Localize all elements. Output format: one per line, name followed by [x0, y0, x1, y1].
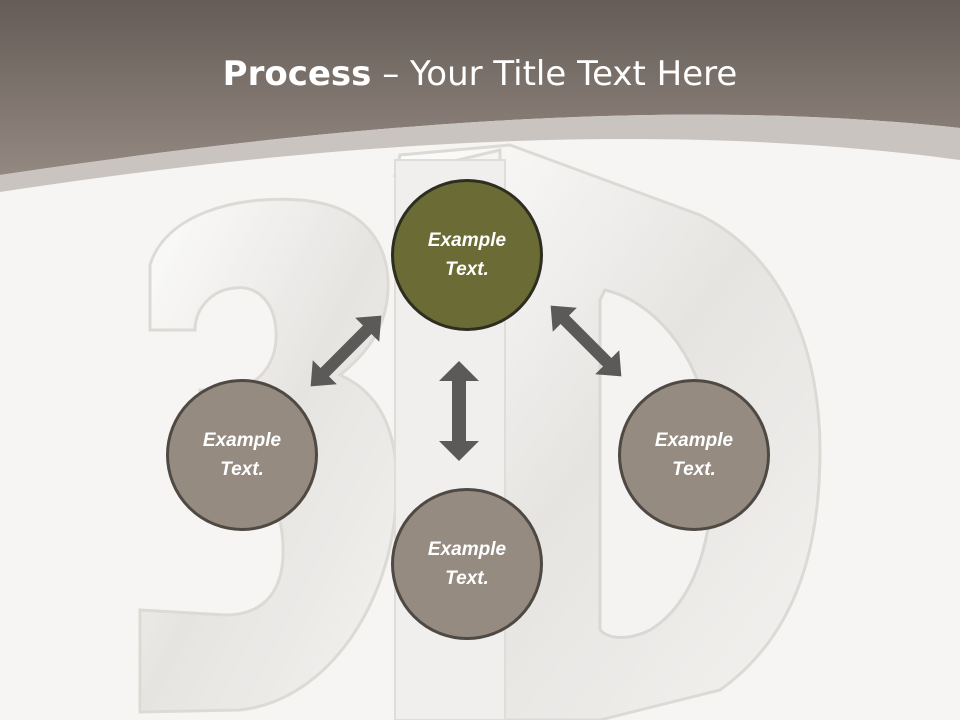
- node-right-line2: Text.: [672, 459, 716, 480]
- node-bottom: Example Text.: [391, 488, 543, 640]
- node-bottom-line1: Example: [427, 539, 507, 560]
- arrow-vertical: [439, 361, 479, 461]
- arrow-top-right: [550, 305, 622, 377]
- title-rest: Your Title Text Here: [410, 54, 738, 94]
- slide-title: Process – Your Title Text Here: [0, 52, 960, 96]
- node-top-line1: Example: [427, 230, 507, 251]
- header-swoosh: [0, 114, 960, 192]
- title-dash: –: [371, 54, 411, 94]
- node-top: Example Text.: [391, 179, 543, 331]
- node-right: Example Text.: [618, 379, 770, 531]
- arrow-top-left: [310, 315, 382, 387]
- node-top-line2: Text.: [445, 259, 489, 280]
- node-right-line1: Example: [654, 430, 734, 451]
- node-left: Example Text.: [166, 379, 318, 531]
- title-bold: Process: [222, 54, 372, 94]
- node-left-line2: Text.: [220, 459, 264, 480]
- double-arrow-icon: [310, 305, 622, 461]
- node-bottom-line2: Text.: [445, 568, 489, 589]
- header-band: [0, 0, 960, 175]
- node-left-line1: Example: [202, 430, 282, 451]
